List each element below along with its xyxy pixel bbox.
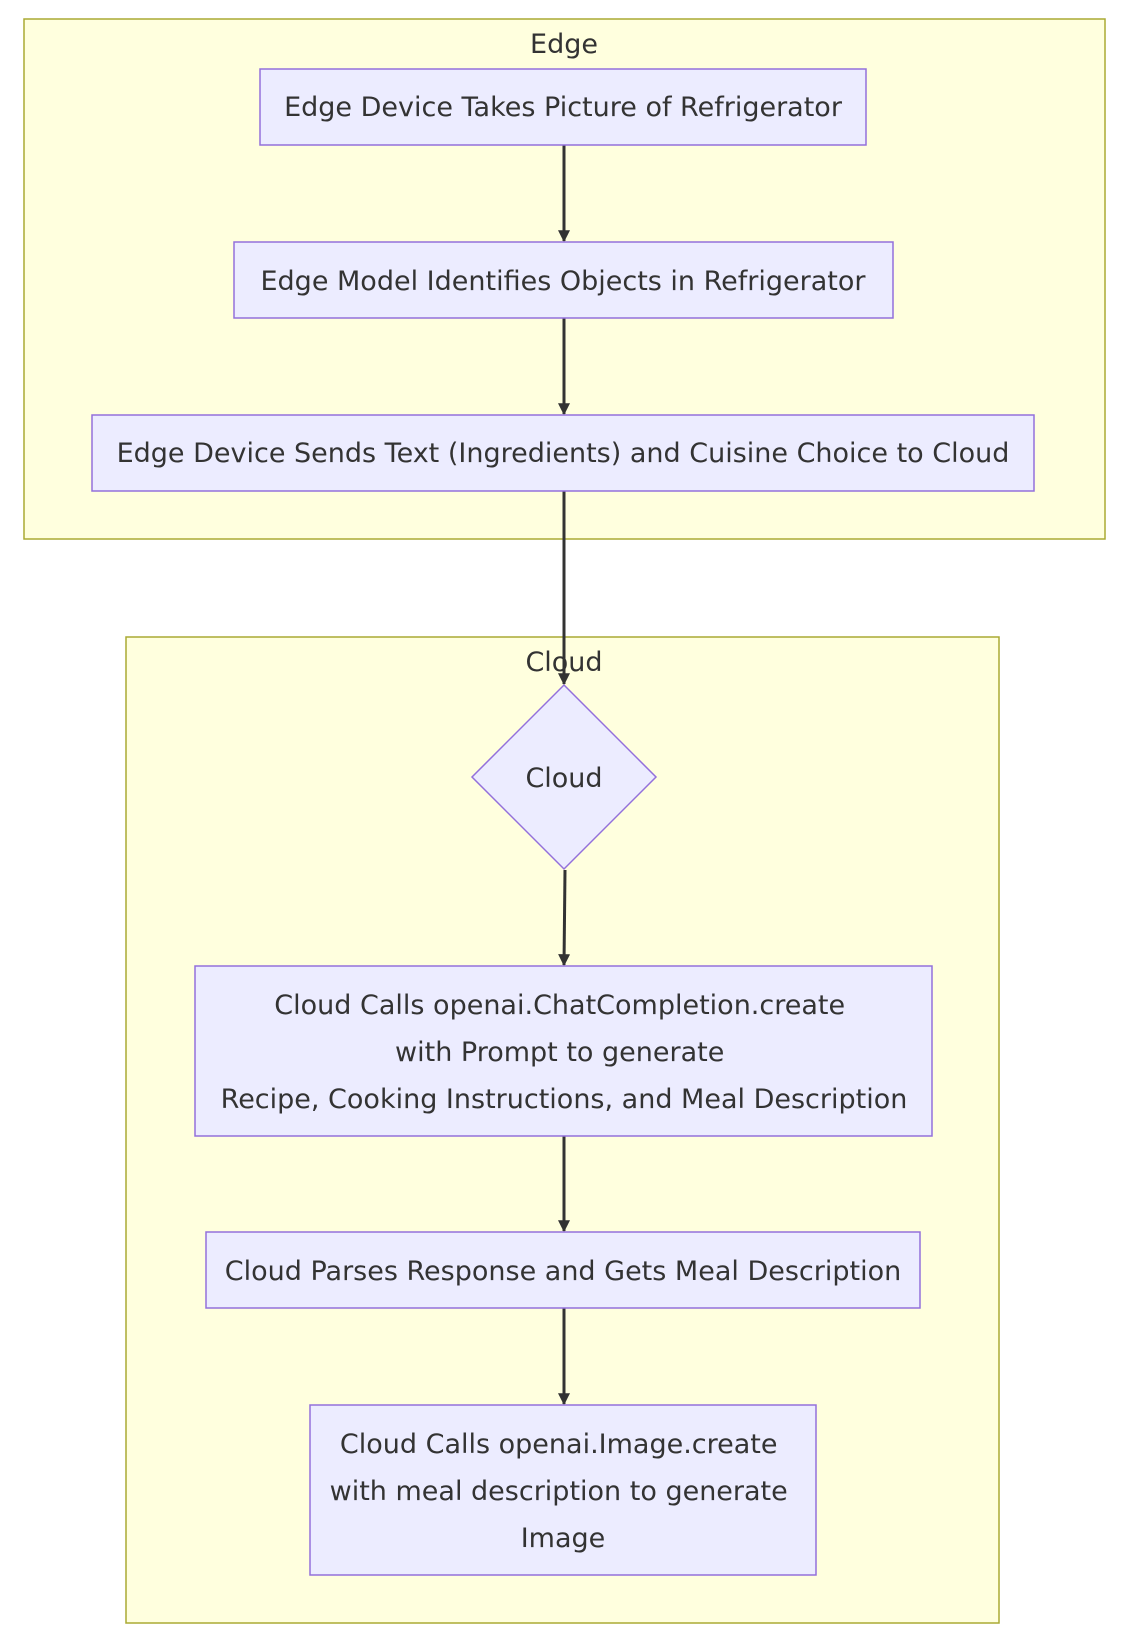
edge-cluster-title: Edge <box>530 29 598 60</box>
node-identify-label: Edge Model Identifies Objects in Refrige… <box>260 266 866 297</box>
node-identify: Edge Model Identifies Objects in Refrige… <box>233 241 894 319</box>
node-send-text-label: Edge Device Sends Text (Ingredients) and… <box>117 438 1010 469</box>
node-chat-completion-label: Cloud Calls openai.ChatCompletion.create… <box>221 990 908 1115</box>
edges <box>558 145 571 1406</box>
node-image-create-line-1: Cloud Calls openai.Image.create <box>340 1429 778 1460</box>
node-chat-completion-line-2: with Prompt to generate <box>395 1037 724 1068</box>
node-cloud-decision-label: Cloud <box>525 763 602 794</box>
node-take-picture-label: Edge Device Takes Picture of Refrigerato… <box>284 92 843 123</box>
node-take-picture: Edge Device Takes Picture of Refrigerato… <box>259 68 867 146</box>
node-image-create-line-2: with meal description to generate <box>330 1476 788 1507</box>
node-image-create-label: Cloud Calls openai.Image.create with mea… <box>330 1429 797 1554</box>
node-chat-completion-line-3: Recipe, Cooking Instructions, and Meal D… <box>221 1084 908 1115</box>
node-image-create-line-3: Image <box>521 1523 606 1554</box>
node-cloud-decision: Cloud <box>470 683 658 871</box>
node-chat-completion: Cloud Calls openai.ChatCompletion.create… <box>194 965 933 1137</box>
node-send-text: Edge Device Sends Text (Ingredients) and… <box>91 414 1035 492</box>
edge-cloud-to-chat-completion <box>558 869 571 967</box>
node-parse-response: Cloud Parses Response and Gets Meal Desc… <box>205 1231 921 1309</box>
node-image-create: Cloud Calls openai.Image.create with mea… <box>309 1404 817 1576</box>
cloud-cluster-title: Cloud <box>525 647 602 678</box>
node-chat-completion-line-1: Cloud Calls openai.ChatCompletion.create <box>274 990 845 1021</box>
node-parse-response-label: Cloud Parses Response and Gets Meal Desc… <box>225 1256 901 1287</box>
